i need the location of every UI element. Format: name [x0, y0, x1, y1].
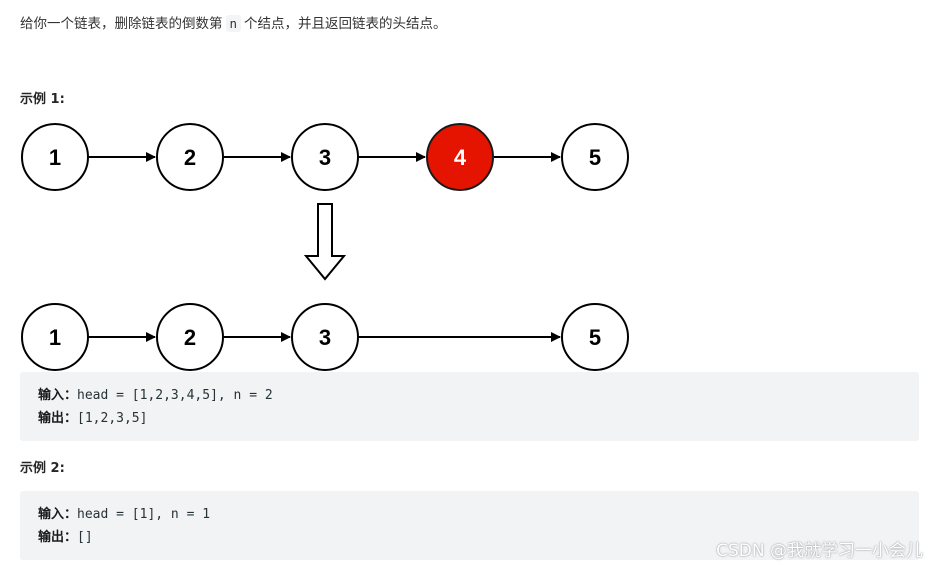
node-before-1: 1 — [21, 123, 89, 191]
node-label: 1 — [49, 325, 61, 350]
output-value: [1,2,3,5] — [77, 411, 148, 426]
transform-down-arrow-icon — [303, 203, 347, 281]
node-after-2: 2 — [156, 303, 224, 371]
linked-list-diagram: 1 2 3 4 5 1 2 3 5 — [21, 123, 629, 371]
node-after-3: 3 — [291, 303, 359, 371]
node-removed-4: 4 — [426, 123, 494, 191]
node-label: 3 — [319, 145, 331, 170]
example-2-title: 示例 2: — [20, 461, 65, 476]
description-text-after: 个结点，并且返回链表的头结点。 — [244, 16, 447, 32]
output-label: 输出： — [38, 530, 78, 545]
input-value: head = [1,2,3,4,5], n = 2 — [77, 388, 273, 403]
node-before-2: 2 — [156, 123, 224, 191]
example-1-code-block: 输入：head = [1,2,3,4,5], n = 2 输出：[1,2,3,5… — [20, 372, 919, 441]
csdn-watermark: CSDN @我就学习一小会儿 — [716, 541, 923, 561]
example-2-code-block: 输入：head = [1], n = 1 输出：[] — [20, 491, 919, 560]
input-label: 输入： — [38, 507, 78, 522]
description-text-before: 给你一个链表，删除链表的倒数第 — [20, 16, 223, 32]
output-label: 输出： — [38, 411, 78, 426]
input-label: 输入： — [38, 388, 78, 403]
node-label: 5 — [589, 325, 601, 350]
example-1-title: 示例 1: — [20, 92, 65, 107]
node-label: 4 — [454, 145, 467, 170]
node-label: 2 — [184, 325, 196, 350]
node-label: 2 — [184, 145, 196, 170]
example-1-output-line: 输出：[1,2,3,5] — [38, 407, 901, 430]
node-label: 1 — [49, 145, 61, 170]
example-2-output-line: 输出：[] — [38, 526, 901, 549]
node-before-5: 5 — [561, 123, 629, 191]
example-2-input-line: 输入：head = [1], n = 1 — [38, 503, 901, 526]
node-after-1: 1 — [21, 303, 89, 371]
output-value: [] — [77, 530, 93, 545]
node-after-5: 5 — [561, 303, 629, 371]
node-label: 5 — [589, 145, 601, 170]
example-1-input-line: 输入：head = [1,2,3,4,5], n = 2 — [38, 384, 901, 407]
node-label: 3 — [319, 325, 331, 350]
inline-code-n: n — [225, 15, 242, 32]
node-before-3: 3 — [291, 123, 359, 191]
input-value: head = [1], n = 1 — [77, 507, 211, 522]
